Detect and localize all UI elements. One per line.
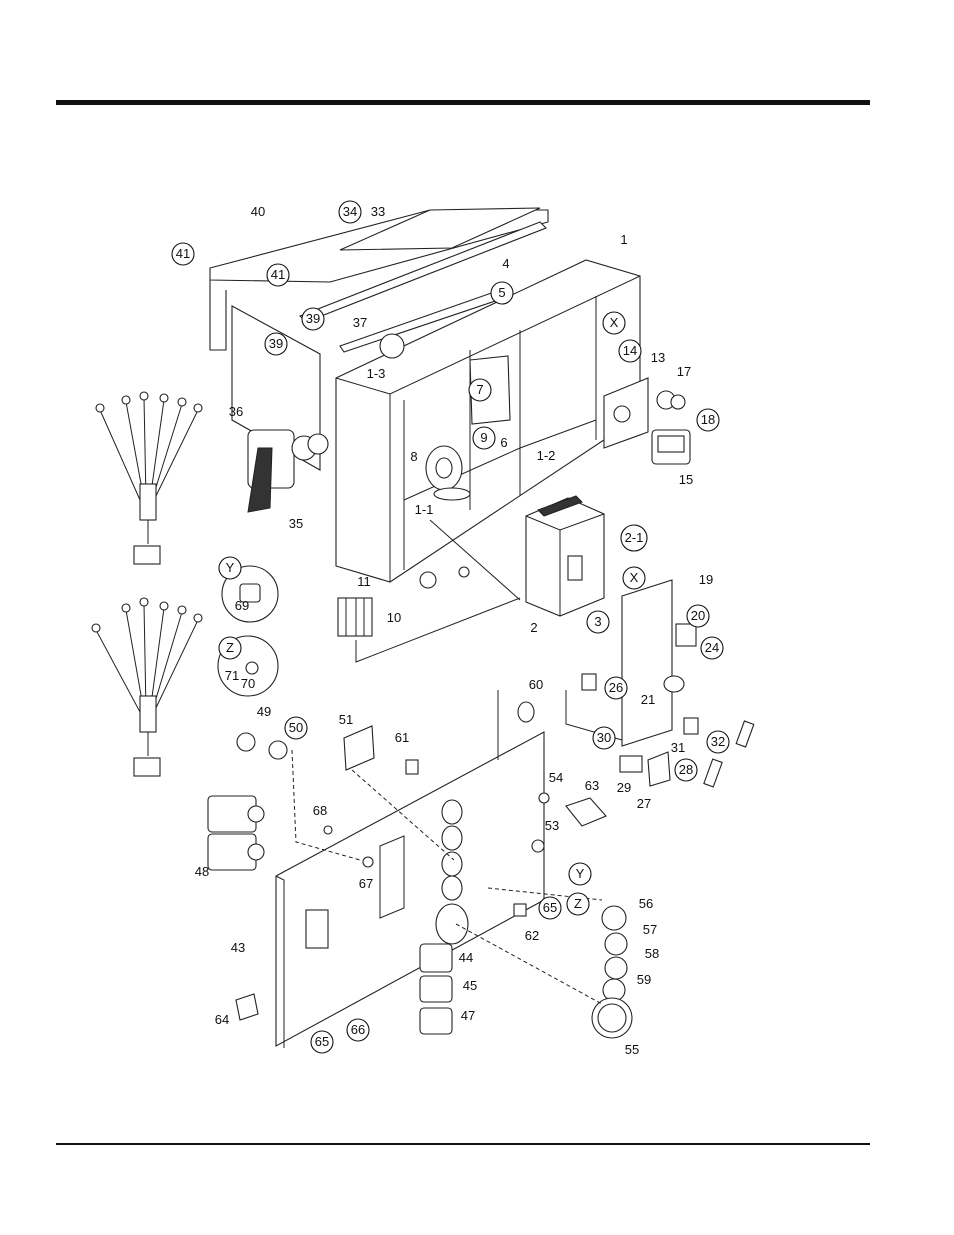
part-label: 31	[671, 740, 685, 755]
part-label: 1-1	[415, 502, 434, 517]
circled-part-label: 65	[543, 900, 557, 915]
circled-part-label: Y	[226, 560, 235, 575]
circled-part-label: X	[610, 315, 619, 330]
part-label: 35	[289, 516, 303, 531]
circled-part-label: 65	[315, 1034, 329, 1049]
circled-part-label: 24	[705, 640, 719, 655]
part-label: 13	[651, 350, 665, 365]
circled-part-label: 26	[609, 680, 623, 695]
part-label: 67	[359, 876, 373, 891]
circled-part-label: 3	[594, 614, 601, 629]
circled-part-label: X	[630, 570, 639, 585]
part-label: 54	[549, 770, 563, 785]
part-label: 55	[625, 1042, 639, 1057]
part-label: 40	[251, 204, 265, 219]
circled-part-label: 39	[269, 336, 283, 351]
part-label: 48	[195, 864, 209, 879]
part-label: 29	[617, 780, 631, 795]
part-label: 15	[679, 472, 693, 487]
circled-part-label: 28	[679, 762, 693, 777]
part-label: 2	[530, 620, 537, 635]
part-label: 70	[241, 676, 255, 691]
part-label: 11	[357, 574, 371, 589]
part-label: 53	[545, 818, 559, 833]
part-label: 8	[410, 449, 417, 464]
part-label: 58	[645, 946, 659, 961]
part-label: 44	[459, 950, 473, 965]
part-label: 71	[225, 668, 239, 683]
circled-part-label: 32	[711, 734, 725, 749]
part-label: 61	[395, 730, 409, 745]
part-label: 33	[371, 204, 385, 219]
part-label: 1-3	[367, 366, 386, 381]
circled-part-label: 14	[623, 343, 637, 358]
part-label: 60	[529, 677, 543, 692]
part-label: 62	[525, 928, 539, 943]
part-label: 17	[677, 364, 691, 379]
part-label: 56	[639, 896, 653, 911]
circled-part-label: 7	[476, 382, 483, 397]
part-label: 6	[500, 435, 507, 450]
circled-part-label: 30	[597, 730, 611, 745]
part-label: 45	[463, 978, 477, 993]
part-label: 63	[585, 778, 599, 793]
circled-part-label: 50	[289, 720, 303, 735]
part-label: 47	[461, 1008, 475, 1023]
part-label: 64	[215, 1012, 229, 1027]
circled-part-label: Y	[576, 866, 585, 881]
part-label: 4	[502, 256, 509, 271]
part-label: 10	[387, 610, 401, 625]
bottom-rule	[56, 1143, 870, 1145]
circled-part-label: 39	[306, 311, 320, 326]
circled-part-label: 5	[498, 285, 505, 300]
part-label: 37	[353, 315, 367, 330]
part-label: 49	[257, 704, 271, 719]
part-label: 21	[641, 692, 655, 707]
part-label: 69	[235, 598, 249, 613]
circled-part-label: 9	[480, 430, 487, 445]
part-label: 27	[637, 796, 651, 811]
part-label: 1-2	[537, 448, 556, 463]
circled-part-label: 66	[351, 1022, 365, 1037]
part-label: 43	[231, 940, 245, 955]
part-label: 19	[699, 572, 713, 587]
circled-part-label: 2-1	[625, 530, 644, 545]
part-label: 57	[643, 922, 657, 937]
circled-part-label: 20	[691, 608, 705, 623]
part-label: 59	[637, 972, 651, 987]
circled-part-label: 18	[701, 412, 715, 427]
part-label: 1	[620, 232, 627, 247]
part-label: 68	[313, 803, 327, 818]
part-label: 51	[339, 712, 353, 727]
circled-part-label: 41	[271, 267, 285, 282]
part-label: 36	[229, 404, 243, 419]
circled-part-label: Z	[226, 640, 234, 655]
circled-part-label: Z	[574, 896, 582, 911]
circled-part-label: 34	[343, 204, 357, 219]
circled-part-label: 41	[176, 246, 190, 261]
